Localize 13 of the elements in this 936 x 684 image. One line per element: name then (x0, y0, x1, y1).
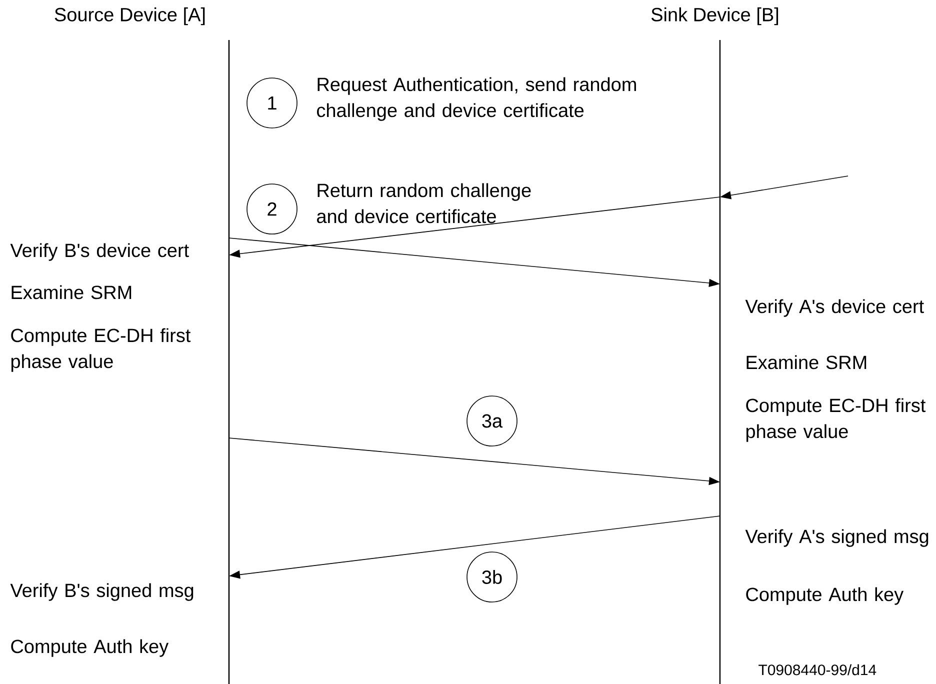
action-label: Verify A's signed msg (745, 529, 928, 547)
action-label: Verify A's device cert (745, 299, 924, 317)
step-description: Request Authentication, send random challenge and device certificate (317, 77, 636, 121)
action-label: Compute EC-DH first phase value (11, 328, 191, 372)
figure-number: T0908440-99/d14 (758, 664, 876, 676)
action-label: Compute Auth key (746, 587, 904, 605)
action-label: Examine SRM (12, 285, 132, 300)
action-label: Verify B's device cert (10, 243, 189, 261)
action-label: Verify B's signed msg (10, 583, 194, 601)
action-label: Compute Auth key (11, 639, 169, 657)
action-label: Compute EC-DH first phase value (746, 398, 926, 442)
action-label: Examine SRM (746, 355, 866, 370)
step-description: Return random challenge and device certificate (317, 183, 531, 224)
